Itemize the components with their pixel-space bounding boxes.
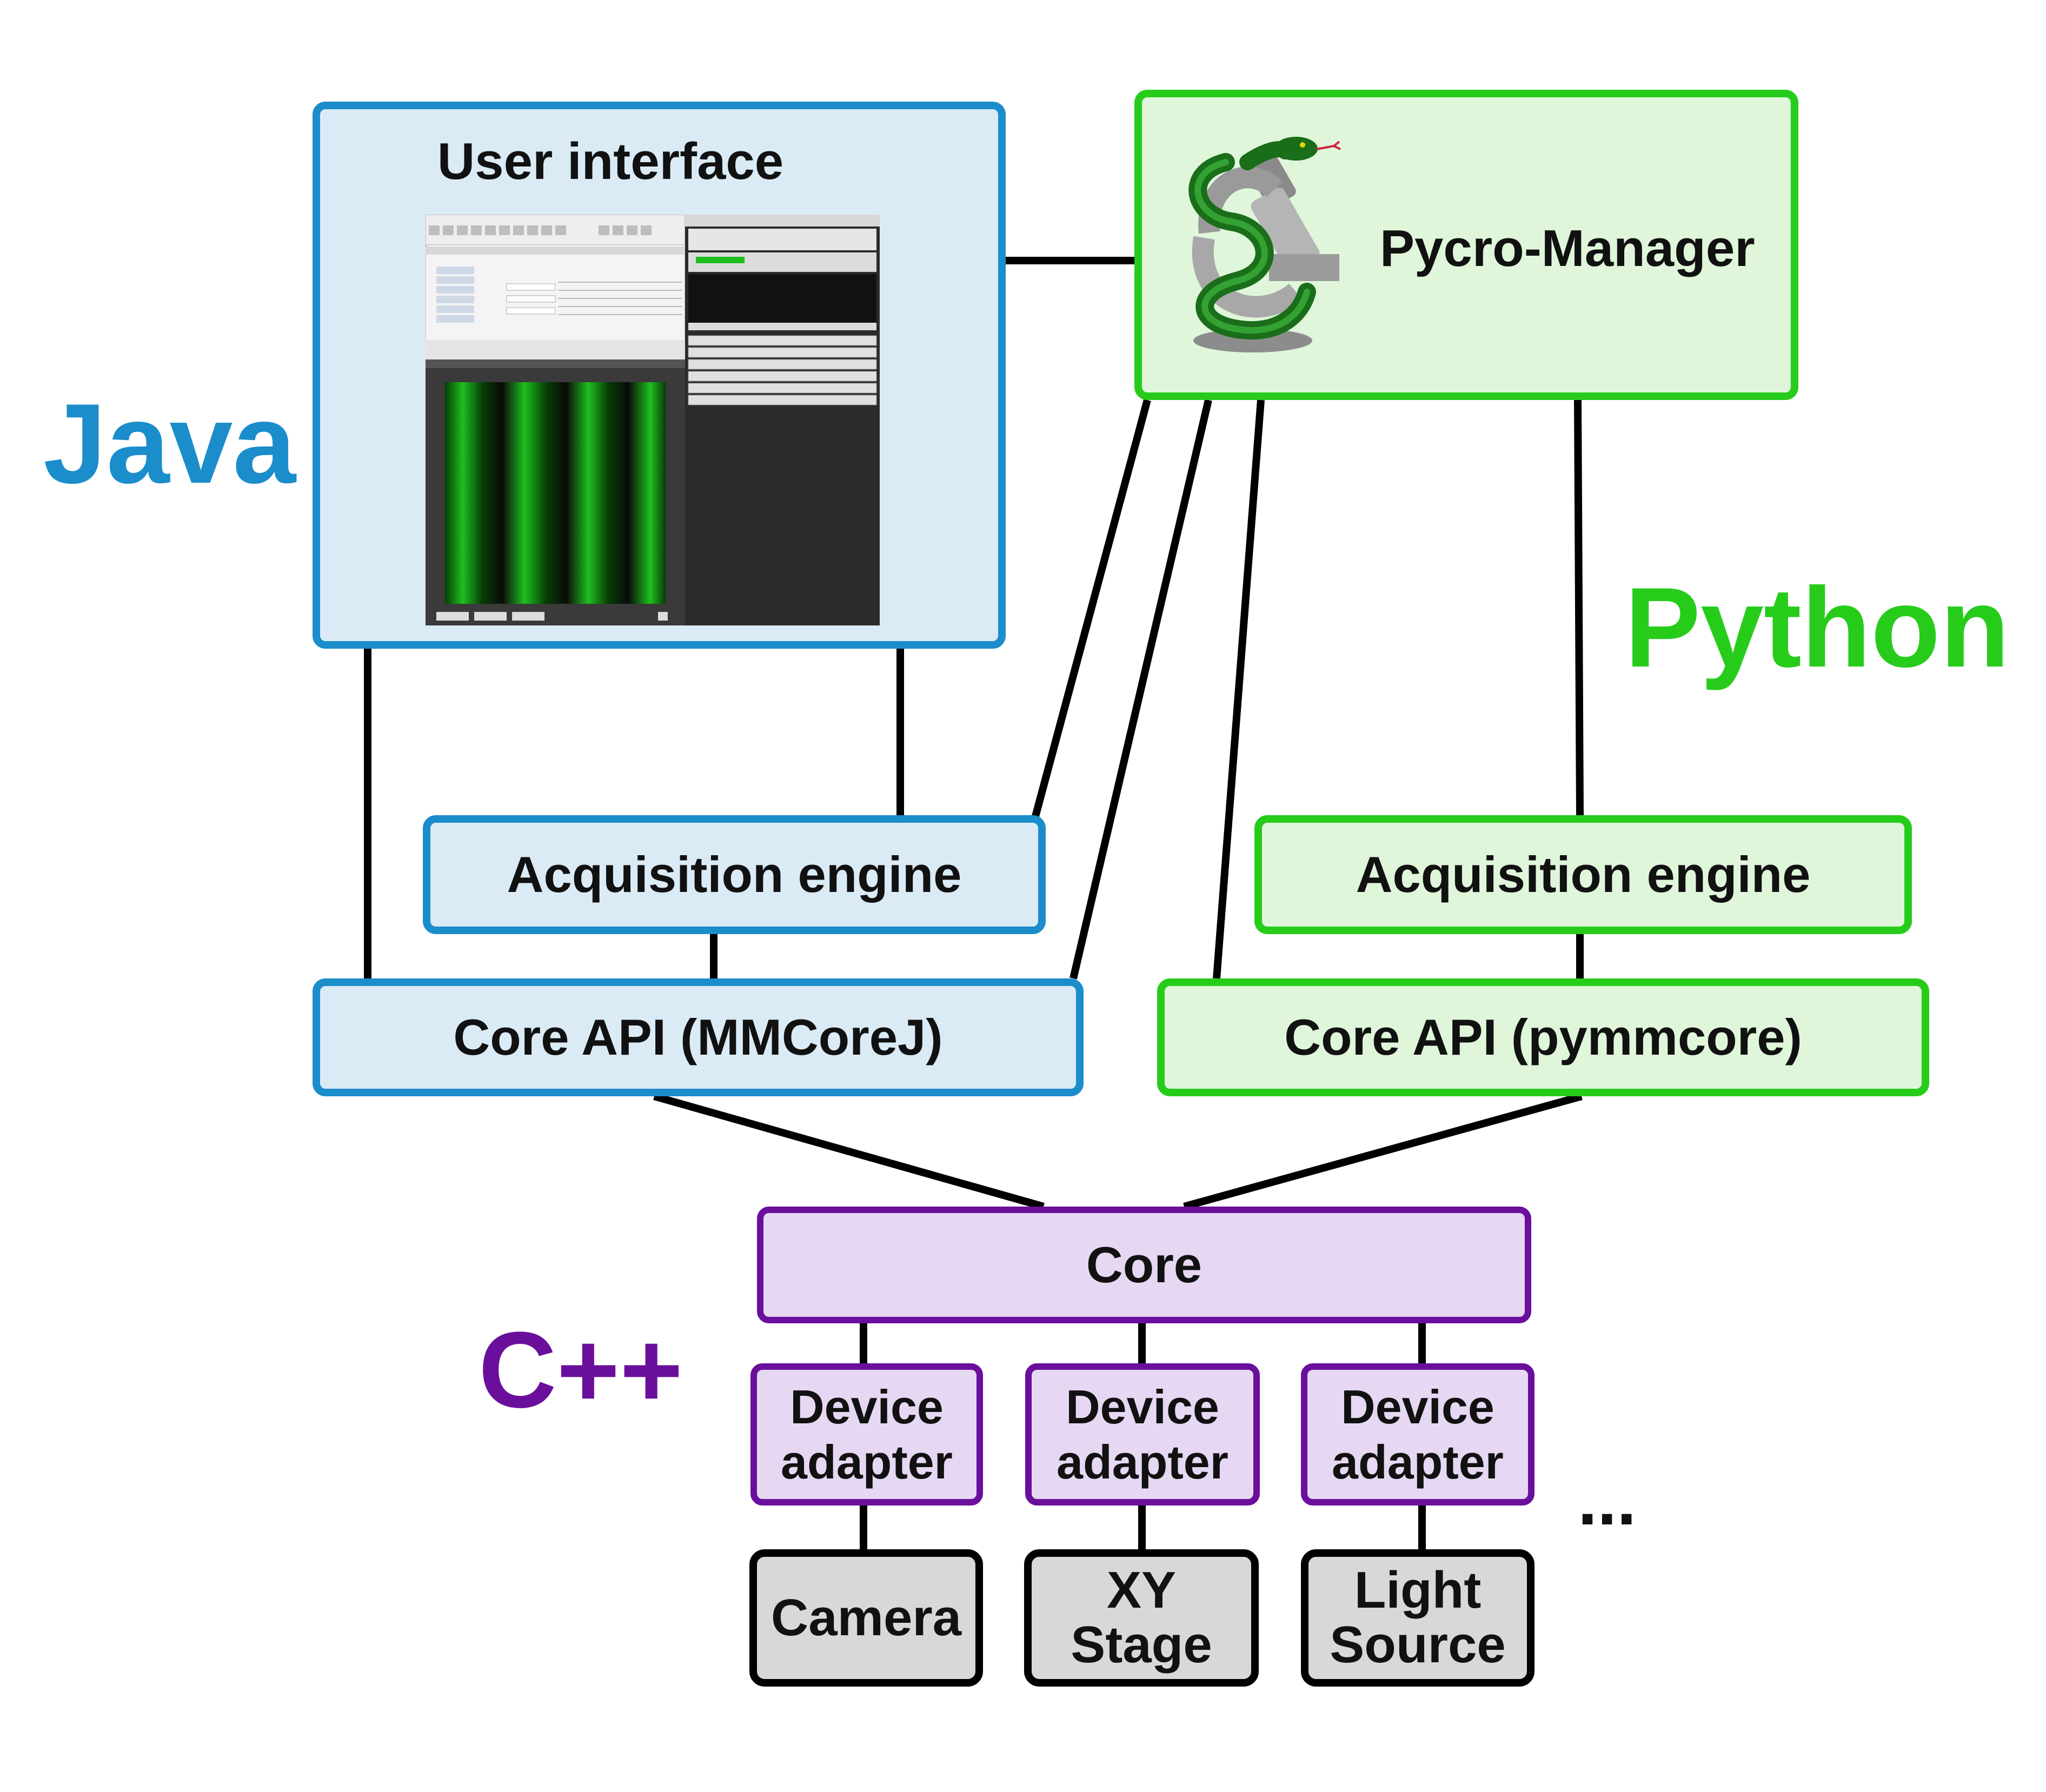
- device-label-line1: Light: [1354, 1561, 1482, 1620]
- python-acquisition-engine-box: Acquisition engine: [1254, 815, 1912, 934]
- device-label-line1: Camera: [770, 1588, 962, 1647]
- device-adapter-box: Device adapter: [1025, 1363, 1260, 1505]
- pycro-manager-box: Pycro-Manager: [1134, 90, 1798, 400]
- java-acquisition-engine-box: Acquisition engine: [423, 815, 1046, 934]
- user-interface-title: User interface: [437, 132, 784, 190]
- more-devices-ellipsis: ...: [1578, 1461, 1637, 1540]
- camera-device-box: Camera: [749, 1549, 983, 1687]
- cpp-language-label: C++: [479, 1310, 683, 1430]
- java-core-api-box: Core API (MMCoreJ): [313, 978, 1084, 1096]
- device-label-line2: Stage: [1071, 1616, 1212, 1674]
- python-language-label: Python: [1625, 564, 2010, 691]
- device-label-line2: Source: [1330, 1616, 1506, 1674]
- device-adapter-line2: adapter: [781, 1435, 953, 1489]
- device-adapter-line1: Device: [790, 1380, 944, 1434]
- pycro-to-python-coreapi-line: [1213, 399, 1265, 979]
- pycro-to-java-acq-line: [1032, 399, 1151, 817]
- java-language-label: Java: [43, 380, 296, 507]
- xy-stage-device-box: XY Stage: [1024, 1549, 1259, 1687]
- device-adapter-line1: Device: [1066, 1380, 1219, 1434]
- device-adapter-line2: adapter: [1332, 1435, 1504, 1489]
- device-adapter-box: Device adapter: [750, 1363, 983, 1505]
- device-adapter-box: Device adapter: [1301, 1363, 1534, 1505]
- pycro-to-python-acq-line: [1574, 399, 1584, 816]
- python-core-api-box: Core API (pymmcore): [1157, 978, 1929, 1096]
- pycro-to-java-coreapi-line: [1070, 399, 1212, 980]
- device-adapter-line1: Device: [1341, 1380, 1494, 1434]
- python-coreapi-to-core-line: [1183, 1092, 1583, 1210]
- core-box: Core: [757, 1207, 1531, 1323]
- snake-microscope-logo-icon: [1188, 137, 1341, 352]
- device-adapter-line2: adapter: [1057, 1435, 1228, 1489]
- device-label-line1: XY: [1106, 1561, 1177, 1620]
- micro-manager-ui-screenshot-icon: [426, 215, 880, 625]
- java-coreapi-to-core-line: [653, 1092, 1045, 1210]
- light-source-device-box: Light Source: [1301, 1549, 1534, 1687]
- pycro-manager-title: Pycro-Manager: [1380, 219, 1755, 277]
- user-interface-box: User interface: [313, 102, 1006, 649]
